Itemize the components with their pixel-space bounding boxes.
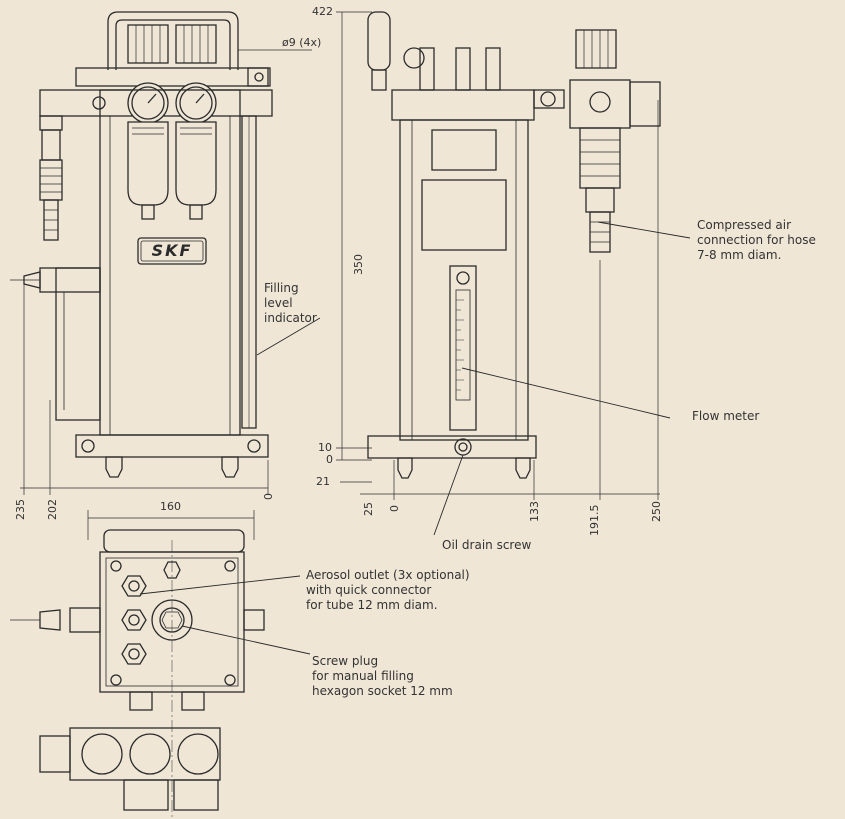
dim-0-front: 0 (262, 493, 275, 500)
dim-235: 235 (14, 499, 27, 520)
aerosol-outlet-label: Aerosol outlet (3x optional) with quick … (306, 568, 470, 612)
skf-logo: SKF (151, 241, 193, 260)
dim-0-base: 0 (388, 505, 401, 512)
screw-plug-label: Screw plug for manual filling hexagon so… (312, 654, 453, 698)
dim-0-side: 0 (326, 453, 333, 466)
dim-350: 350 (352, 254, 365, 275)
side-view (336, 11, 661, 500)
dim-21: 21 (316, 475, 330, 488)
flow-meter-label: Flow meter (692, 409, 760, 423)
dim-133: 133 (528, 501, 541, 522)
dim-10: 10 (318, 441, 332, 454)
front-view (10, 11, 312, 495)
dim-160: 160 (160, 500, 181, 513)
dim-191-5: 191.5 (588, 504, 601, 537)
top-view (10, 510, 265, 818)
leader-lines (139, 221, 691, 655)
compressed-air-label: Compressed air connection for hose 7-8 m… (697, 218, 816, 262)
dim-202: 202 (46, 499, 59, 520)
dim-hole: ø9 (4x) (282, 36, 322, 49)
dim-250: 250 (650, 501, 663, 522)
filling-level-label: Filling level indicator (264, 281, 317, 325)
oil-drain-label: Oil drain screw (442, 538, 532, 552)
dim-422: 422 (312, 5, 333, 18)
dim-25: 25 (362, 502, 375, 516)
